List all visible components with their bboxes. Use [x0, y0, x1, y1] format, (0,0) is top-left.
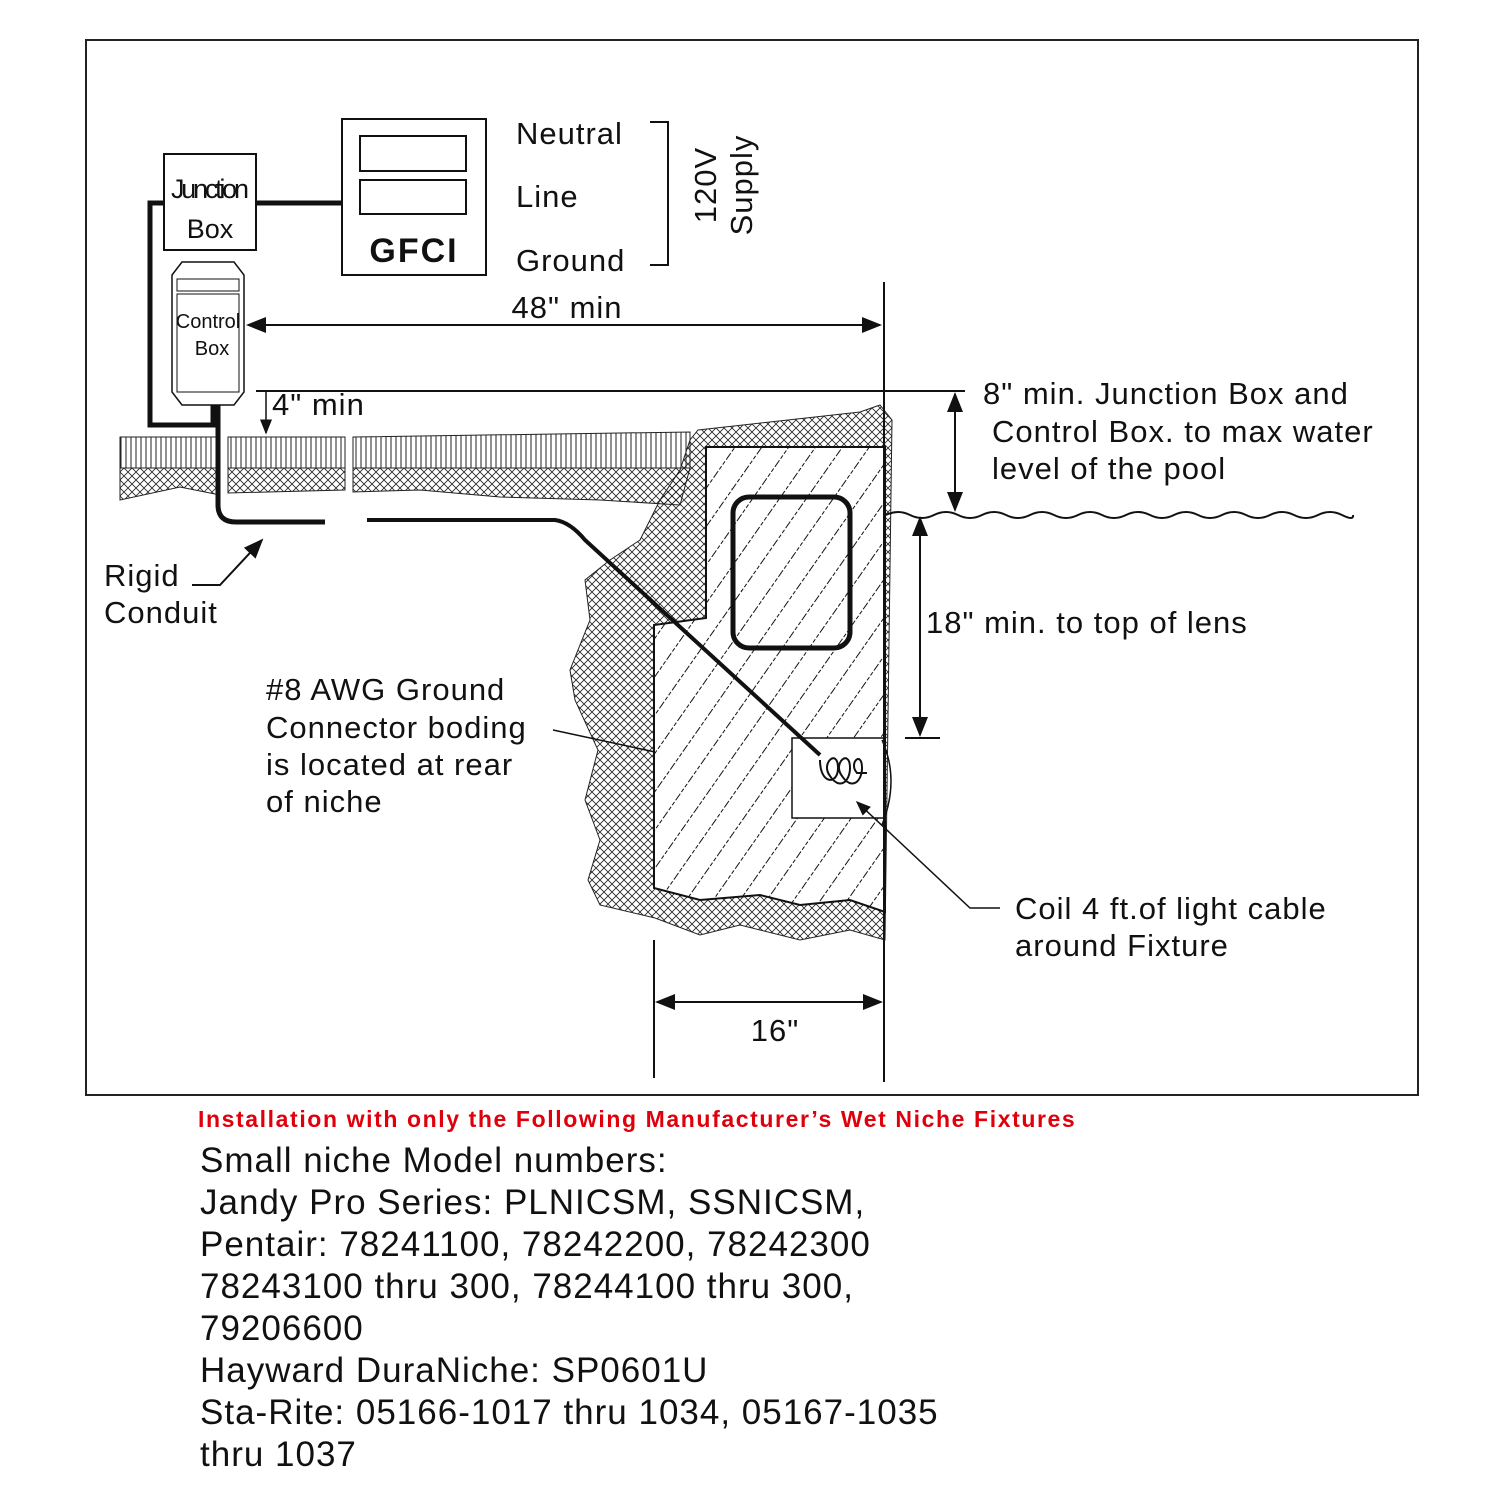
cable-coil-icon	[819, 757, 867, 785]
diagram-frame	[85, 39, 1419, 1096]
ground-note-1: #8 AWG Ground	[266, 672, 505, 707]
dim-48-label: 48" min	[511, 290, 622, 325]
dim-18-label: 18" min. to top of lens	[926, 605, 1248, 640]
ground-note-2: Connector boding	[266, 710, 527, 745]
svg-text:Control: Control	[176, 311, 240, 333]
ground-note-3: is located at rear	[266, 747, 513, 782]
coil-note-2: around Fixture	[1015, 928, 1229, 963]
control-box: Control Box	[171, 261, 245, 406]
conduit-continued	[367, 518, 822, 757]
neutral-label: Neutral	[516, 116, 623, 151]
junction-box: Junction Box	[163, 153, 257, 251]
rigid-conduit	[215, 395, 325, 525]
pool-deck	[119, 431, 691, 506]
dim-8-label-3: level of the pool	[992, 451, 1226, 486]
rigid-conduit-label-2: Conduit	[104, 595, 218, 630]
ground-wire-loop	[147, 200, 216, 428]
coil-note-1: Coil 4 ft.of light cable	[1015, 891, 1327, 926]
model-line: Sta-Rite: 05166-1017 thru 1034, 05167-10…	[200, 1393, 939, 1432]
ground-note-4: of niche	[266, 784, 383, 819]
line-label: Line	[516, 179, 579, 214]
fixture-housing	[791, 737, 886, 819]
model-line: Hayward DuraNiche: SP0601U	[200, 1351, 709, 1390]
model-line: Pentair: 78241100, 78242200, 78242300	[200, 1225, 871, 1264]
rigid-conduit-label-1: Rigid	[104, 558, 180, 593]
water-line	[885, 511, 1355, 519]
model-line: Jandy Pro Series: PLNICSM, SSNICSM,	[200, 1183, 866, 1222]
dim-4-label: 4" min	[272, 387, 365, 422]
svg-text:Junction: Junction	[171, 174, 249, 204]
dim-8-label-1: 8" min. Junction Box and	[983, 376, 1349, 411]
model-line: 78243100 thru 300, 78244100 thru 300,	[200, 1267, 854, 1306]
light-fixture	[730, 494, 853, 651]
model-line: 79206600	[200, 1309, 364, 1348]
supply-label: Supply	[724, 135, 759, 236]
svg-text:GFCI: GFCI	[369, 232, 458, 270]
model-numbers-list: Small niche Model numbers: Jandy Pro Ser…	[200, 1140, 939, 1476]
supply-bracket	[650, 121, 669, 266]
gfci-outlet: GFCI	[341, 118, 487, 276]
supply-voltage-label: 120V	[688, 147, 723, 223]
dim-16-label: 16"	[751, 1013, 800, 1048]
svg-text:Box: Box	[195, 338, 229, 360]
ground-label: Ground	[516, 243, 625, 278]
model-line: Small niche Model numbers:	[200, 1141, 668, 1180]
dim-8-label-2: Control Box. to max water	[992, 414, 1374, 449]
svg-text:Box: Box	[187, 214, 234, 244]
model-line: thru 1037	[200, 1435, 357, 1474]
fixtures-heading: Installation with only the Following Man…	[198, 1106, 1077, 1132]
